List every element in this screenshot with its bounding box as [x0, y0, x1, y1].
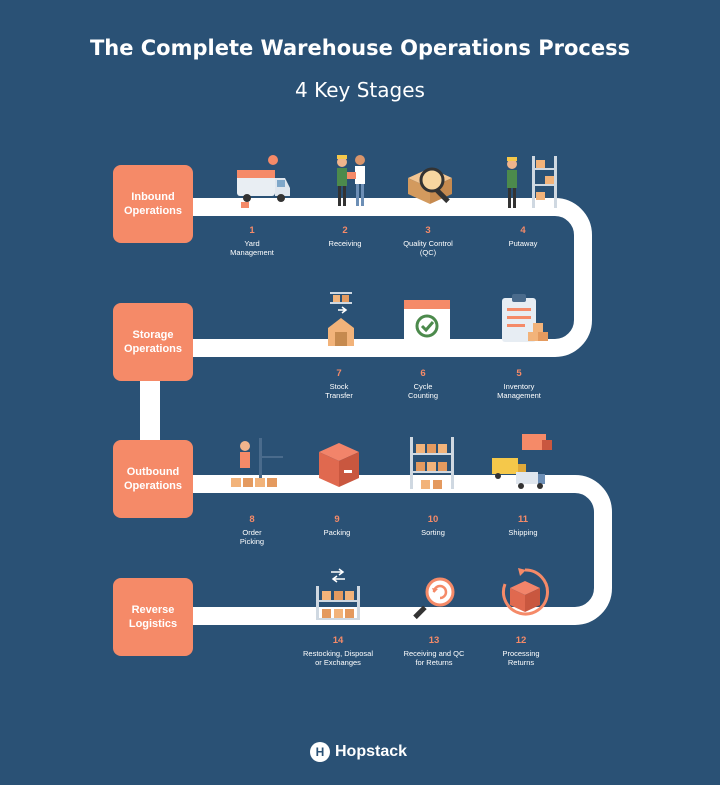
- shipping-trucks-icon: [492, 434, 552, 489]
- step-label: Order Picking: [239, 528, 265, 546]
- step-14-restocking-disposal-exchanges: 14 Restocking, Disposal or Exchanges: [288, 636, 388, 667]
- step-number: 10: [427, 514, 439, 525]
- step-number: 14: [332, 635, 344, 646]
- step-13-receiving-qc-returns: 13 Receiving and QC for Returns: [384, 636, 484, 667]
- step-4-putaway: 4 Putaway: [473, 226, 573, 248]
- step-number: 2: [342, 225, 348, 236]
- page-title: The Complete Warehouse Operations Proces…: [89, 36, 631, 60]
- track-connector: [140, 375, 160, 445]
- track-segment-outbound-reverse: [190, 475, 612, 625]
- step-12-processing-returns: 12 Processing Returns: [471, 636, 571, 667]
- step-number: 11: [517, 514, 529, 525]
- page-subtitle: 4 Key Stages: [295, 78, 425, 102]
- package-box-icon: [319, 443, 359, 487]
- sorting-shelf-icon: [410, 437, 454, 489]
- step-number: 7: [336, 368, 342, 379]
- brand-logo: H Hopstack: [310, 740, 407, 764]
- return-magnifier-icon: [413, 577, 455, 620]
- delivery-truck-icon: [237, 155, 290, 208]
- stage-label: Storage Operations: [123, 329, 183, 355]
- stock-transfer-icon: [328, 292, 354, 346]
- step-5-inventory-management: 5 Inventory Management: [469, 369, 569, 400]
- step-7-stock-transfer: 7 Stock Transfer: [289, 369, 389, 400]
- workers-handoff-icon: [337, 155, 365, 206]
- step-9-packing: 9 Packing: [287, 515, 387, 537]
- step-1-yard-management: 1 Yard Management: [202, 226, 302, 257]
- magnifier-box-icon: [408, 167, 452, 204]
- step-label: Restocking, Disposal or Exchanges: [302, 649, 374, 667]
- step-label: Inventory Management: [497, 382, 541, 400]
- step-10-sorting: 10 Sorting: [383, 515, 483, 537]
- clipboard-icon: [502, 294, 548, 342]
- step-number: 5: [516, 368, 522, 379]
- step-label: Shipping: [508, 528, 538, 537]
- stage-label: Reverse Logistics: [128, 604, 178, 630]
- hopstack-logo-icon: H: [310, 742, 330, 762]
- step-label: Receiving and QC for Returns: [403, 649, 465, 667]
- return-box-icon: [502, 568, 549, 616]
- restock-shelf-icon: [316, 568, 360, 620]
- stage-outbound-operations: Outbound Operations: [113, 440, 193, 518]
- step-11-shipping: 11 Shipping: [473, 515, 573, 537]
- step-label: Sorting: [421, 528, 445, 537]
- stage-label: Outbound Operations: [123, 466, 183, 492]
- step-label: Packing: [323, 528, 351, 537]
- step-label: Processing Returns: [502, 649, 540, 667]
- step-label: Quality Control (QC): [403, 239, 453, 257]
- worker-shelf-icon: [507, 156, 557, 208]
- stage-inbound-operations: Inbound Operations: [113, 165, 193, 243]
- calendar-check-icon: [404, 300, 450, 342]
- step-8-order-picking: 8 Order Picking: [202, 515, 302, 546]
- step-label: Cycle Counting: [407, 382, 439, 400]
- track-segment-inbound-storage: [190, 198, 592, 357]
- step-number: 3: [425, 225, 431, 236]
- step-number: 8: [249, 514, 255, 525]
- step-number: 4: [520, 225, 526, 236]
- stage-reverse-logistics: Reverse Logistics: [113, 578, 193, 656]
- step-label: Yard Management: [230, 239, 274, 257]
- step-label: Receiving: [328, 239, 362, 248]
- step-number: 6: [420, 368, 426, 379]
- step-label: Putaway: [508, 239, 538, 248]
- step-number: 13: [428, 635, 440, 646]
- stage-storage-operations: Storage Operations: [113, 303, 193, 381]
- step-2-receiving: 2 Receiving: [295, 226, 395, 248]
- step-3-quality-control: 3 Quality Control (QC): [378, 226, 478, 257]
- step-number: 12: [515, 635, 527, 646]
- order-picking-icon: [231, 438, 283, 487]
- step-number: 9: [334, 514, 340, 525]
- stage-label: Inbound Operations: [123, 191, 183, 217]
- step-number: 1: [249, 225, 255, 236]
- brand-name: Hopstack: [335, 743, 408, 760]
- step-6-cycle-counting: 6 Cycle Counting: [373, 369, 473, 400]
- step-label: Stock Transfer: [325, 382, 353, 400]
